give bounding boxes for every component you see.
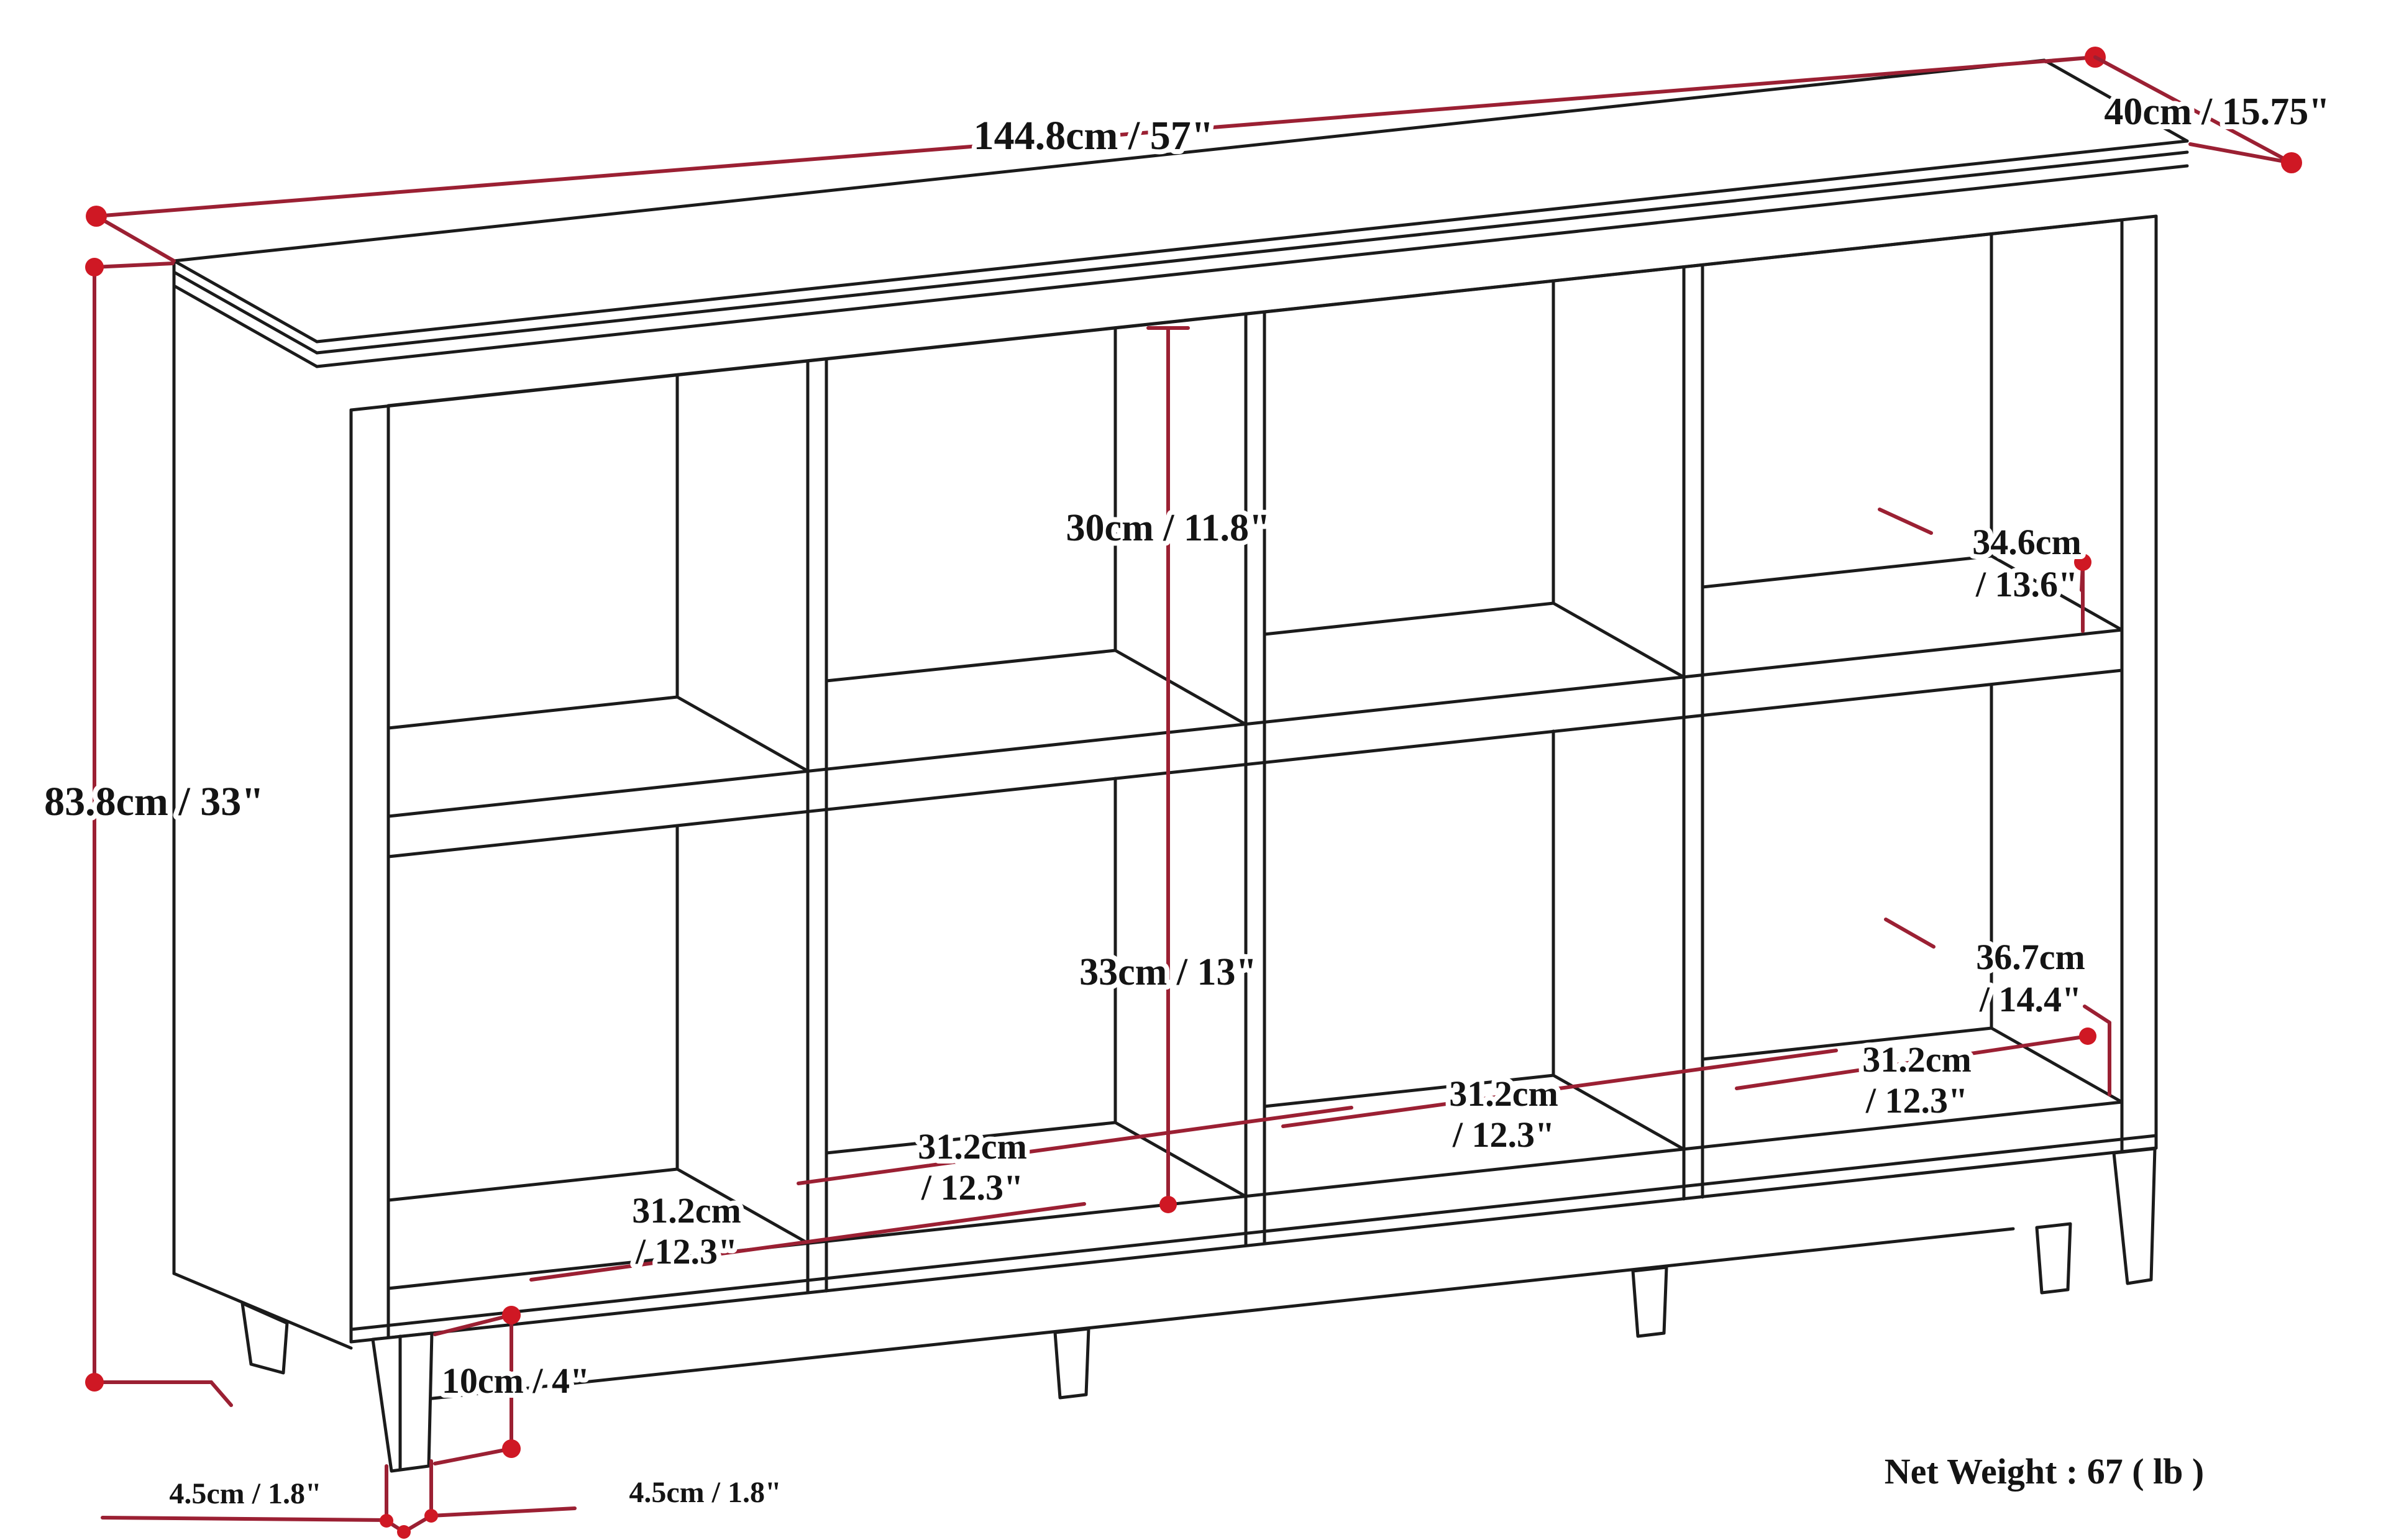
dimension-lower-cube-depth [1884, 918, 2111, 1096]
label-cube-width-3-line1: 31.2cm [1449, 1073, 1558, 1114]
opening-top-line [386, 218, 2124, 408]
label-leg-foot-left: 4.5cm / 1.8" [169, 1477, 321, 1510]
lower-cube-2-interior [825, 777, 1248, 1198]
carcass-bottom-edge-lower [349, 1146, 2158, 1344]
middle-shelf-top-edge [386, 628, 2124, 818]
front-right-leg [2112, 1147, 2157, 1285]
dimension-upper-cube-depth [1878, 508, 2091, 633]
dimension-cube-widths [529, 1027, 2096, 1282]
label-top-depth: 40cm / 15.75" [2104, 91, 2329, 133]
label-cube-width-1-line2: / 12.3" [635, 1231, 738, 1272]
label-cube-width-2-line2: / 12.3" [921, 1167, 1023, 1208]
lower-cube-1-interior [386, 824, 810, 1245]
back-bottom-edge [402, 1227, 2015, 1403]
label-cube-width-4-line2: / 12.3" [1865, 1080, 1968, 1121]
dividers [806, 263, 1704, 1295]
lower-cube-4-interior [1701, 683, 2124, 1104]
label-cube-width-2-line1: 31.2cm [918, 1126, 1027, 1167]
top-right-edge [2042, 58, 2189, 143]
carcass-bottom-edge-upper [349, 1134, 2158, 1331]
dimension-top-depth [2093, 55, 2302, 173]
dimension-labels: 144.8cm / 57" 40cm / 15.75" 83.8cm / 33"… [39, 86, 2335, 1515]
dimension-cube-heights [1146, 326, 1190, 1213]
label-lower-cube-depth-line1: 36.7cm [1976, 937, 2085, 977]
label-cube-width-4-line1: 31.2cm [1862, 1039, 1972, 1080]
upper-cube-1-interior [386, 373, 810, 773]
back-right-leg [2035, 1222, 2072, 1295]
dimension-overall-height [85, 258, 233, 1407]
legs [240, 1147, 2157, 1473]
net-weight-text: Net Weight : 67 ( lb ) [1885, 1451, 2204, 1492]
carcass-frame [172, 214, 2158, 1403]
upper-cube-4-interior [1701, 232, 2124, 632]
top-molding-line-1 [315, 150, 2189, 355]
label-upper-cube-depth-line2: / 13.6" [1975, 564, 2078, 604]
label-leg-foot-right: 4.5cm / 1.8" [629, 1476, 781, 1509]
top-molding-line-2 [315, 164, 2189, 368]
label-cube-width-1-line1: 31.2cm [632, 1190, 741, 1231]
top-left-edge [172, 259, 319, 344]
dimension-annotations [85, 47, 2302, 1539]
middle-shelf-bottom-edge [386, 668, 2124, 859]
label-top-width: 144.8cm / 57" [974, 113, 1214, 158]
label-leg-height: 10cm / 4" [442, 1360, 590, 1401]
top-front-edge [315, 139, 2189, 344]
label-upper-cube-depth-line1: 34.6cm [1972, 522, 2082, 562]
furniture-outline [172, 58, 2189, 1473]
front-left-leg [371, 1331, 434, 1473]
label-cube-width-3-line2: / 12.3" [1452, 1114, 1555, 1155]
label-upper-cube-height: 30cm / 11.8" [1066, 507, 1271, 549]
cube-interiors [386, 232, 2124, 1245]
top-molding-left-1 [172, 270, 319, 355]
dimension-leg-height [433, 1306, 521, 1465]
label-overall-height: 83.8cm / 33" [44, 779, 264, 824]
label-lower-cube-height: 33cm / 13" [1079, 951, 1257, 993]
top-panel [172, 58, 2189, 368]
middle-back-leg-2 [1631, 1265, 1668, 1338]
top-molding-left-2 [172, 284, 319, 368]
dimension-leg-foot [101, 1459, 577, 1539]
middle-back-leg-1 [1053, 1327, 1090, 1400]
bottom-shelf-front-edge [386, 1100, 2124, 1290]
upper-cube-3-interior [1263, 279, 1686, 679]
upper-cube-2-interior [825, 326, 1248, 726]
top-back-edge [172, 58, 2046, 263]
label-lower-cube-depth-line2: / 14.4" [1979, 979, 2082, 1019]
back-left-leg [240, 1301, 289, 1375]
